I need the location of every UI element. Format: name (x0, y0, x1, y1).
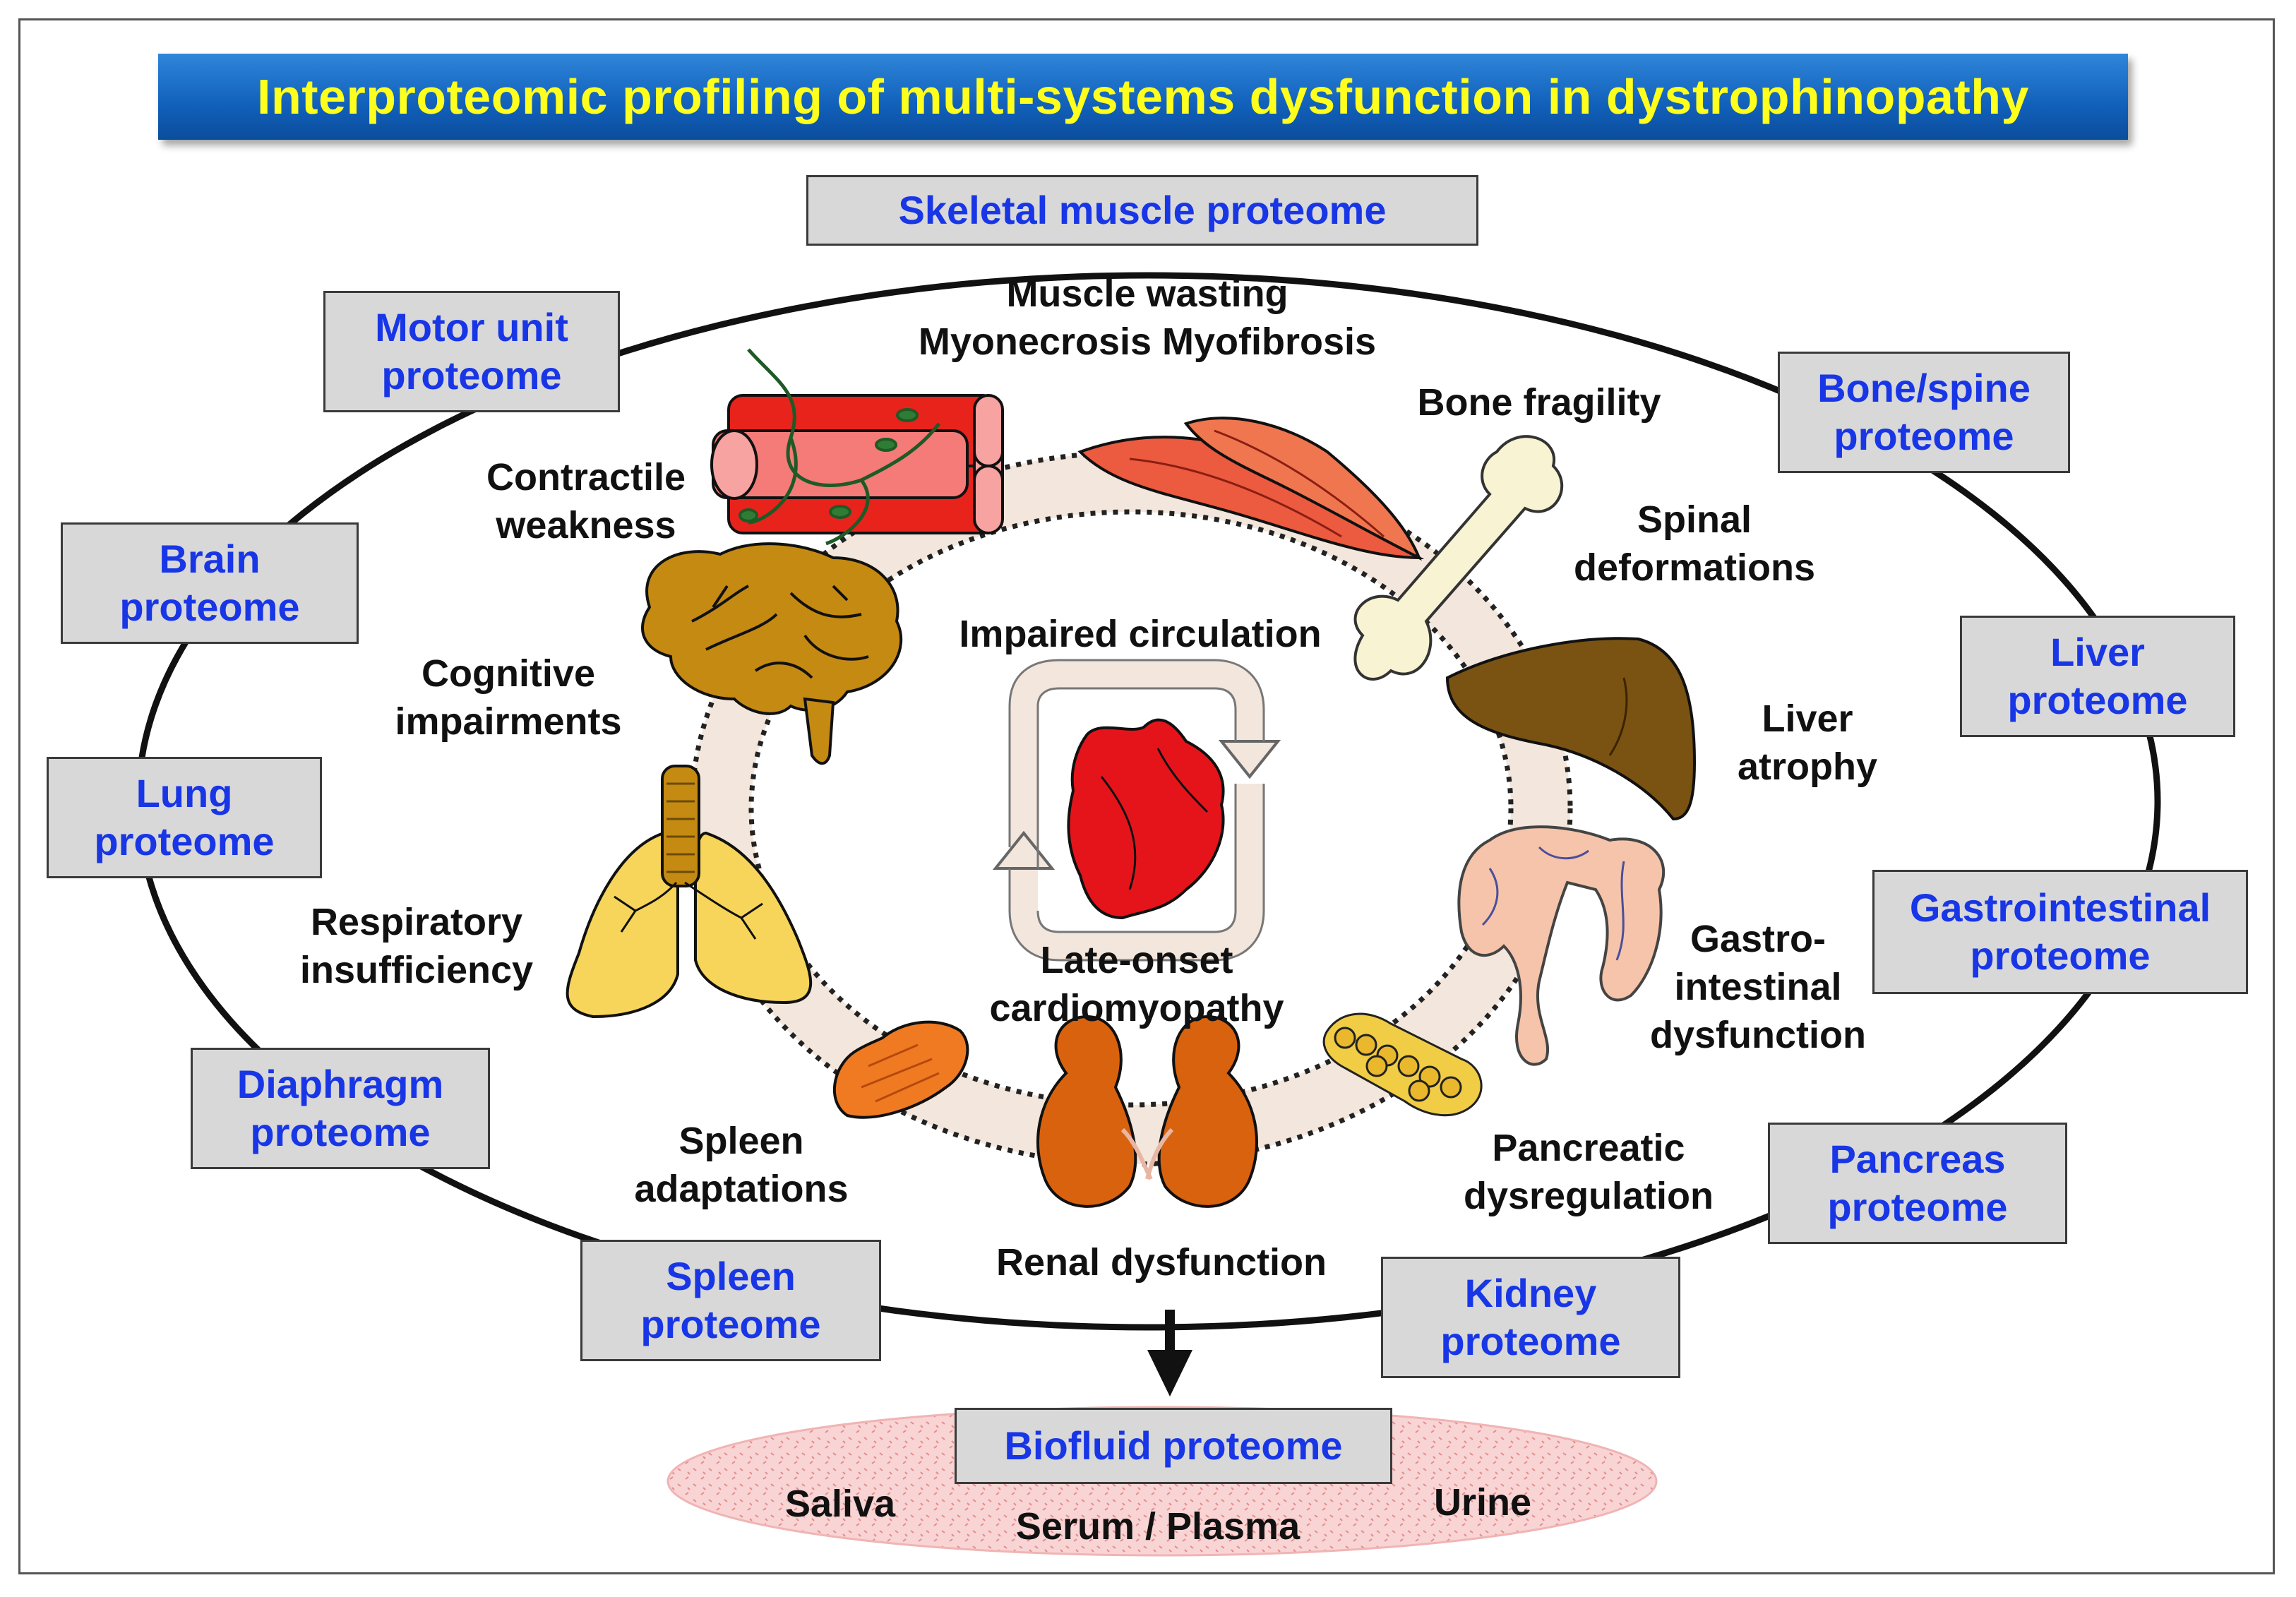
kidney-proteome-box[interactable]: Kidney proteome (1381, 1257, 1680, 1378)
circulation-arrows-icon (992, 659, 1281, 962)
heart-icon (1067, 718, 1225, 920)
spleen-icon (832, 1020, 969, 1119)
gastrointestinal-proteome-box[interactable]: Gastrointestinal proteome (1872, 870, 2248, 994)
pancreatic-dysregulation-label: Pancreatic dysregulation (1463, 1127, 1714, 1217)
impaired-circulation-label: Impaired circulation (959, 613, 1322, 655)
gastrointestinal-dysfunction-label: Gastro- intestinal dysfunction (1650, 918, 1866, 1056)
intestine-icon (1457, 825, 1666, 1066)
saliva-label: Saliva (784, 1483, 896, 1525)
muscle-fiber-icon (710, 348, 1004, 546)
bone-icon (1353, 435, 1564, 681)
brain-proteome-box[interactable]: Brain proteome (61, 522, 359, 644)
down-arrow-icon (1147, 1310, 1192, 1396)
inner-ring-inner-dots (748, 509, 1514, 1108)
figure-frame (18, 18, 2275, 1574)
cardiomyopathy-label: Late-onset cardiomyopathy (989, 939, 1284, 1029)
muscle-tissue-icon (1077, 417, 1425, 561)
liver-proteome-box[interactable]: Liver proteome (1960, 616, 2235, 737)
kidney-icon (1036, 1015, 1258, 1208)
bone-spine-proteome-box[interactable]: Bone/spine proteome (1778, 352, 2070, 473)
contractile-weakness-label: Contractile weakness (486, 456, 686, 546)
lung-proteome-box[interactable]: Lung proteome (47, 757, 322, 878)
title-banner: Interproteomic profiling of multi-system… (158, 54, 2128, 140)
pancreas-icon (1322, 1012, 1483, 1117)
skeletal-muscle-proteome-box[interactable]: Skeletal muscle proteome (806, 175, 1478, 246)
renal-dysfunction-label: Renal dysfunction (995, 1241, 1327, 1284)
liver-icon (1445, 637, 1697, 821)
bone-fragility-label: Bone fragility (1417, 381, 1661, 424)
respiratory-insufficiency-label: Respiratory insufficiency (299, 901, 534, 991)
brain-icon (641, 542, 903, 765)
muscle-wasting-label: Muscle wasting Myonecrosis Myofibrosis (918, 273, 1377, 363)
pancreas-proteome-box[interactable]: Pancreas proteome (1768, 1123, 2067, 1244)
serum-plasma-label: Serum / Plasma (1015, 1505, 1301, 1548)
lungs-icon (566, 765, 813, 1019)
spleen-proteome-box[interactable]: Spleen proteome (580, 1240, 881, 1361)
cognitive-impairments-label: Cognitive impairments (395, 652, 622, 743)
urine-label: Urine (1433, 1481, 1532, 1524)
liver-atrophy-label: Liver atrophy (1737, 698, 1878, 788)
biofluid-proteome-box[interactable]: Biofluid proteome (955, 1408, 1392, 1484)
motor-unit-proteome-box[interactable]: Motor unit proteome (323, 291, 620, 412)
diaphragm-proteome-box[interactable]: Diaphragm proteome (191, 1048, 490, 1169)
spinal-deformations-label: Spinal deformations (1573, 498, 1816, 589)
spleen-adaptations-label: Spleen adaptations (634, 1120, 849, 1210)
